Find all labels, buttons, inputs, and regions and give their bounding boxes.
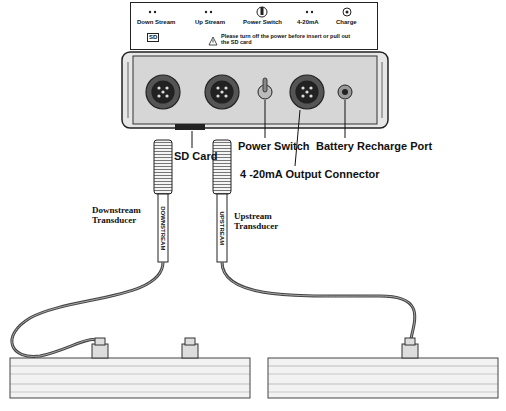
meter-drawing-rect [402,344,418,358]
meter-drawing-rect [213,140,231,194]
meter-drawing-rect [261,7,264,15]
meter-drawing-circle [210,11,212,13]
meter-drawing-rect [217,194,227,262]
meter-drawing-circle [149,11,151,13]
meter-drawing-circle [161,90,164,93]
meter-drawing-rect [154,140,172,194]
meter-drawing-circle [211,81,233,103]
meter-drawing-rect [122,52,388,128]
meter-drawing-circle [301,94,304,97]
meter-drawing-circle [346,11,349,14]
part-label: 4 -20mA Output Connector [240,168,380,180]
meter-drawing-circle [157,94,160,97]
port-name: Up Stream [195,19,225,26]
meter-drawing-rect [158,194,168,262]
meter-drawing-circle [205,75,239,109]
meter-drawing-line [213,40,214,43]
meter-drawing-rect [405,338,415,345]
meter-drawing-g [157,86,312,97]
meter-drawing-circle [152,81,174,103]
meter-drawing-circle [220,90,223,93]
meter-drawing-circle [311,11,313,13]
meter-drawing-line [345,100,346,138]
meter-drawing-circle [146,75,180,109]
meter-drawing-line [382,62,383,118]
warning-note: Please turn off the power before insert … [221,33,351,45]
part-label: Battery Recharge Port [316,140,432,152]
part-label: SD Card [174,150,217,162]
meter-drawing-path [12,262,163,356]
meter-drawing-g [149,11,313,13]
meter-drawing-path [12,262,163,356]
meter-drawing-circle [165,86,168,89]
transducer-label: Upstream Transducer [234,212,298,232]
meter-drawing-circle [309,86,312,89]
port-name: 4-20mA [297,19,319,26]
meter-drawing-line [192,131,193,148]
meter-drawing-circle [216,86,219,89]
port-name: Down Stream [137,19,175,26]
meter-drawing-g [154,140,231,262]
meter-drawing-rect [133,56,377,124]
sd-icon: SD [147,33,159,42]
meter-drawing-g [92,338,418,358]
meter-drawing-circle [257,7,267,17]
meter-drawing-circle [216,94,219,97]
meter-drawing-circle [342,89,348,95]
meter-drawing-line [295,110,300,166]
meter-drawing-rect [175,124,205,130]
meter-drawing-rect [10,358,250,398]
meter-drawing-rect [185,338,195,345]
meter-drawing-rect [182,344,198,358]
meter-drawing-circle [154,11,156,13]
panel-top: Down Stream Up Stream Power Switch 4-20mA Ch… [130,2,378,50]
meter-drawing-circle [290,75,324,109]
meter-drawing-circle [301,86,304,89]
meter-drawing-circle [338,85,352,99]
meter-drawing-line [265,100,266,138]
plug-text: DOWNSTREAM [160,206,167,250]
meter-drawing-circle [343,8,351,16]
meter-drawing-path [209,37,217,45]
meter-drawing-circle [305,90,308,93]
meter-drawing-rect [92,344,108,358]
meter-drawing-circle [224,94,227,97]
meter-drawing-circle [306,11,308,13]
meter-drawing-circle [309,94,312,97]
meter-drawing-g [12,262,415,356]
meter-drawing-circle [165,94,168,97]
port-name: Charge [336,19,357,26]
meter-drawing-circle [224,86,227,89]
meter-drawing-path [222,262,415,345]
transducer-label: Downstream Transducer [92,206,156,226]
switch-name: Power Switch [243,19,282,26]
meter-drawing-g [146,75,324,109]
part-label: Power Switch [238,140,310,152]
meter-drawing-circle [205,11,207,13]
meter-drawing-g [12,262,415,356]
meter-drawing-rect [95,338,105,345]
plug-text: UPSTREAM [219,211,226,245]
meter-drawing-circle [296,81,318,103]
meter-drawing-rect [268,358,498,398]
meter-drawing-line [128,62,129,118]
meter-drawing-rect [263,78,267,92]
meter-drawing-path [222,262,415,345]
meter-drawing-circle [157,86,160,89]
